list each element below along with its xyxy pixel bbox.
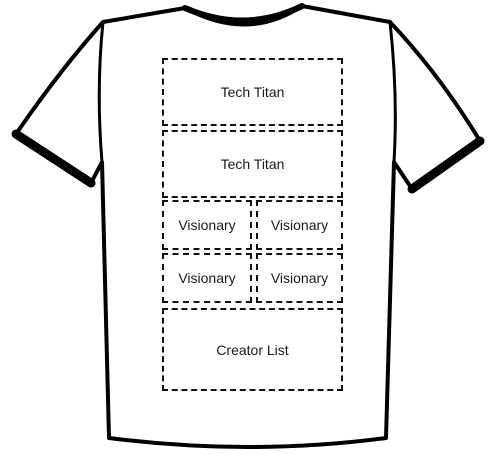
slot-creator-list[interactable]: Creator List	[162, 308, 343, 391]
slot-label: Visionary	[178, 270, 235, 286]
slot-label: Visionary	[271, 217, 328, 233]
slot-visionary-2[interactable]: Visionary	[256, 200, 343, 250]
slot-visionary-4[interactable]: Visionary	[256, 253, 343, 303]
slot-visionary-3[interactable]: Visionary	[162, 253, 252, 303]
slot-label: Visionary	[271, 270, 328, 286]
slot-tech-titan-2[interactable]: Tech Titan	[162, 130, 343, 198]
slot-visionary-1[interactable]: Visionary	[162, 200, 252, 250]
slot-label: Creator List	[216, 342, 288, 358]
slot-label: Tech Titan	[221, 84, 285, 100]
slot-label: Visionary	[178, 217, 235, 233]
slot-tech-titan-1[interactable]: Tech Titan	[162, 58, 343, 126]
slot-label: Tech Titan	[221, 156, 285, 172]
